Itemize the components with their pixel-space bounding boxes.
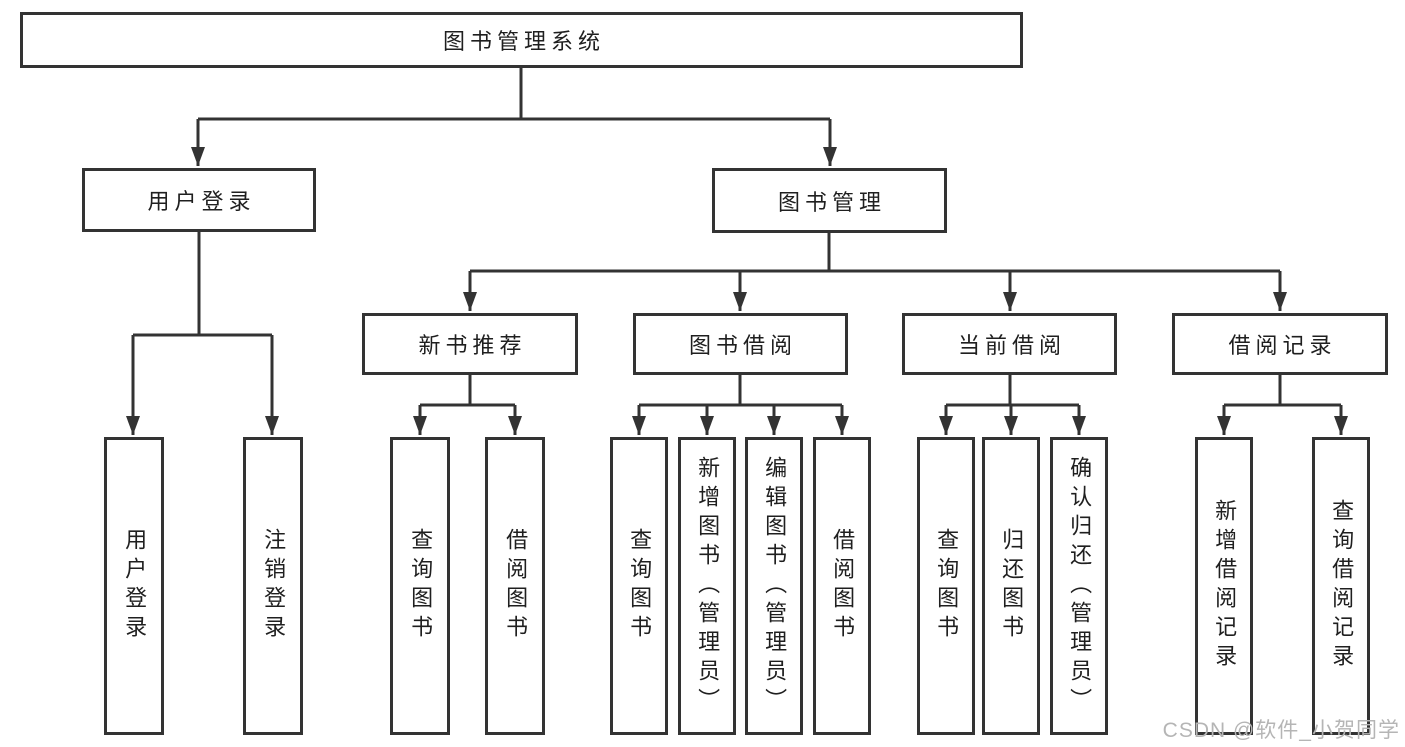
node-label: 查询图书 <box>934 528 960 644</box>
leaf-return-books: 归还图书 <box>982 437 1040 735</box>
leaf-add-borrow-record: 新增借阅记录 <box>1195 437 1253 735</box>
node-book-management: 图书管理 <box>712 168 947 233</box>
node-label: 图书管理系统 <box>442 29 605 54</box>
csdn-watermark: CSDN @软件_小贺同学 <box>1162 719 1400 742</box>
node-label: 查询借阅记录 <box>1329 499 1355 673</box>
node-current-borrowing: 当前借阅 <box>902 313 1117 375</box>
leaf-add-books-admin: 新增图书（管理员） <box>678 437 736 735</box>
node-label: 新书推荐 <box>418 333 527 358</box>
node-label: 借阅图书 <box>830 528 856 644</box>
node-book-borrowing: 图书借阅 <box>633 313 848 375</box>
node-label: 归还图书 <box>999 528 1025 644</box>
leaf-borrow-books-2: 借阅图书 <box>813 437 871 735</box>
leaf-logout: 注销登录 <box>243 437 303 735</box>
node-label: 新增借阅记录 <box>1212 499 1238 673</box>
node-label: 查询图书 <box>408 528 434 644</box>
node-label: 编辑图书（管理员） <box>762 455 788 717</box>
node-label: 注销登录 <box>261 528 287 644</box>
leaf-query-borrow-record: 查询借阅记录 <box>1312 437 1370 735</box>
node-label: 借阅记录 <box>1228 333 1337 358</box>
leaf-query-books-1: 查询图书 <box>390 437 450 735</box>
leaf-query-books-3: 查询图书 <box>917 437 975 735</box>
node-library-management-system: 图书管理系统 <box>20 12 1023 68</box>
node-borrowing-records: 借阅记录 <box>1172 313 1388 375</box>
leaf-edit-books-admin: 编辑图书（管理员） <box>745 437 803 735</box>
node-user-login: 用户登录 <box>82 168 316 232</box>
leaf-confirm-return-admin: 确认归还（管理员） <box>1050 437 1108 735</box>
leaf-query-books-2: 查询图书 <box>610 437 668 735</box>
node-label: 用户登录 <box>147 189 256 214</box>
node-label: 图书管理 <box>777 189 886 215</box>
node-label: 查询图书 <box>627 528 653 644</box>
node-label: 确认归还（管理员） <box>1067 455 1093 717</box>
node-label: 图书借阅 <box>688 333 797 358</box>
node-new-book-recommendation: 新书推荐 <box>362 313 578 375</box>
leaf-borrow-books-1: 借阅图书 <box>485 437 545 735</box>
node-label: 新增图书（管理员） <box>695 455 721 717</box>
node-label: 用户登录 <box>122 528 148 644</box>
node-label: 当前借阅 <box>957 333 1066 358</box>
node-label: 借阅图书 <box>503 528 529 644</box>
leaf-user-login: 用户登录 <box>104 437 164 735</box>
